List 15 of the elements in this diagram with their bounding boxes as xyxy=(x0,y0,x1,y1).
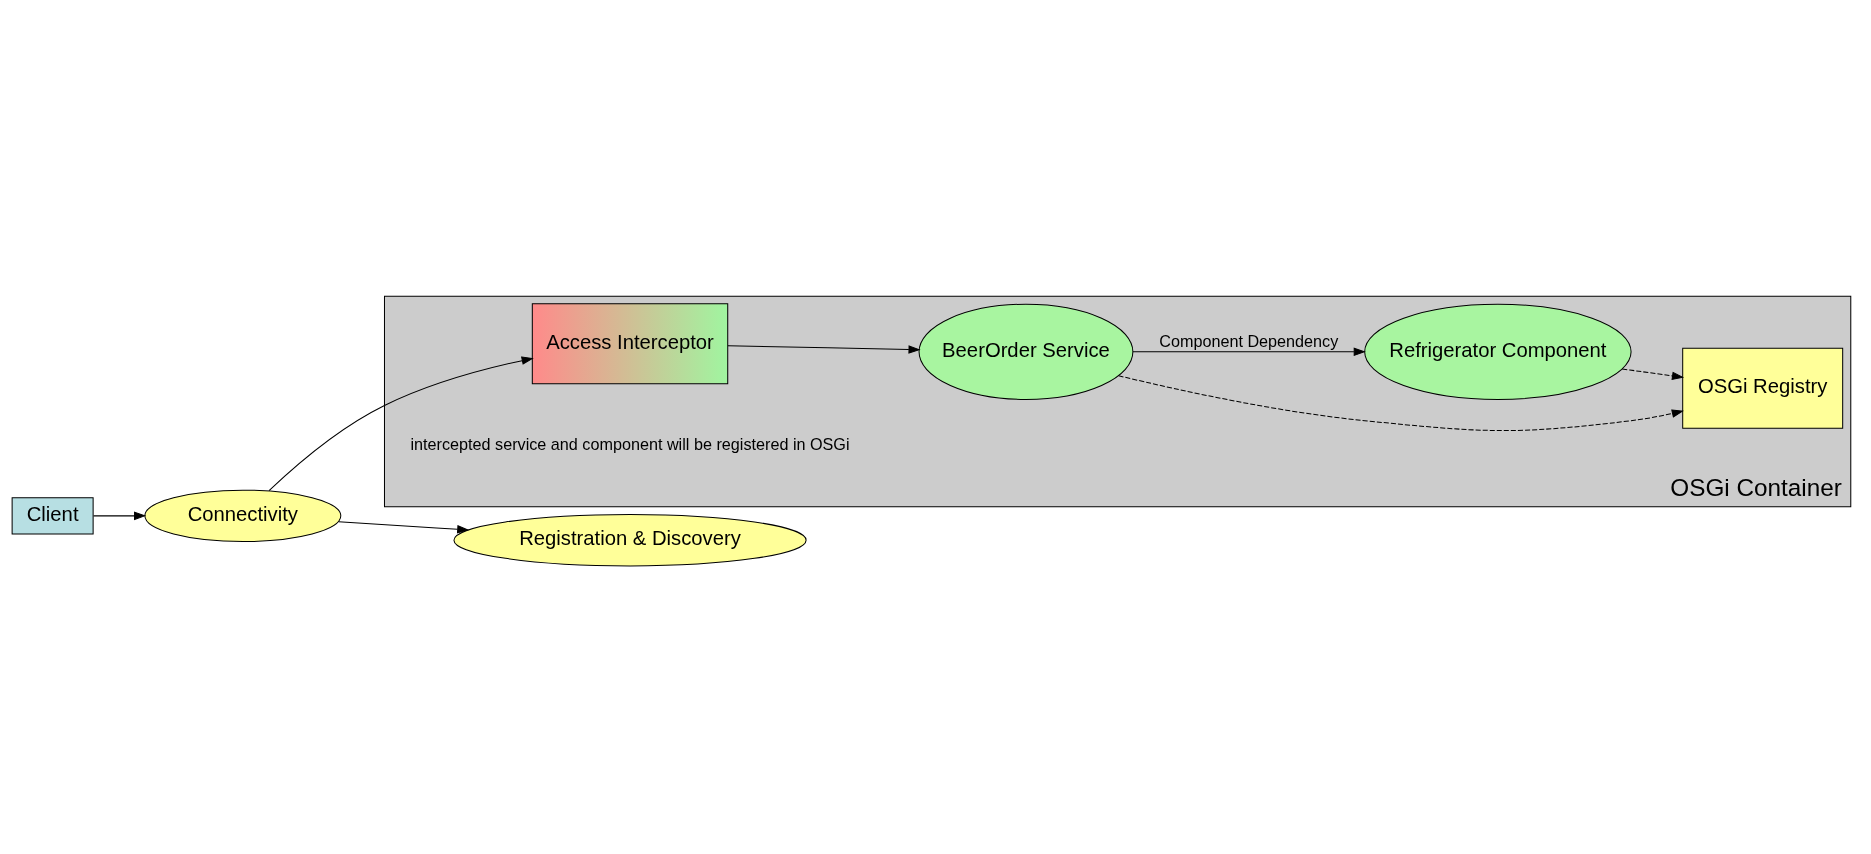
arrow xyxy=(338,521,470,534)
node-box: OSGi Registry xyxy=(1682,347,1844,429)
arrow xyxy=(268,356,534,492)
node-box: Client xyxy=(11,497,94,535)
arrow xyxy=(1118,375,1684,432)
arrow xyxy=(727,345,921,354)
node-box: Access Interceptor xyxy=(531,303,729,385)
label: intercepted service and component will be registered in OSGi xyxy=(410,434,850,453)
edge-label: Component Dependency xyxy=(1159,331,1339,350)
node-ellipse: BeerOrder Service xyxy=(918,303,1134,400)
arrow xyxy=(1132,347,1366,357)
node-ellipse: Connectivity xyxy=(144,489,342,543)
arrow xyxy=(93,511,147,521)
node-ellipse: Refrigerator Component xyxy=(1364,303,1632,400)
arrow xyxy=(1621,368,1685,381)
